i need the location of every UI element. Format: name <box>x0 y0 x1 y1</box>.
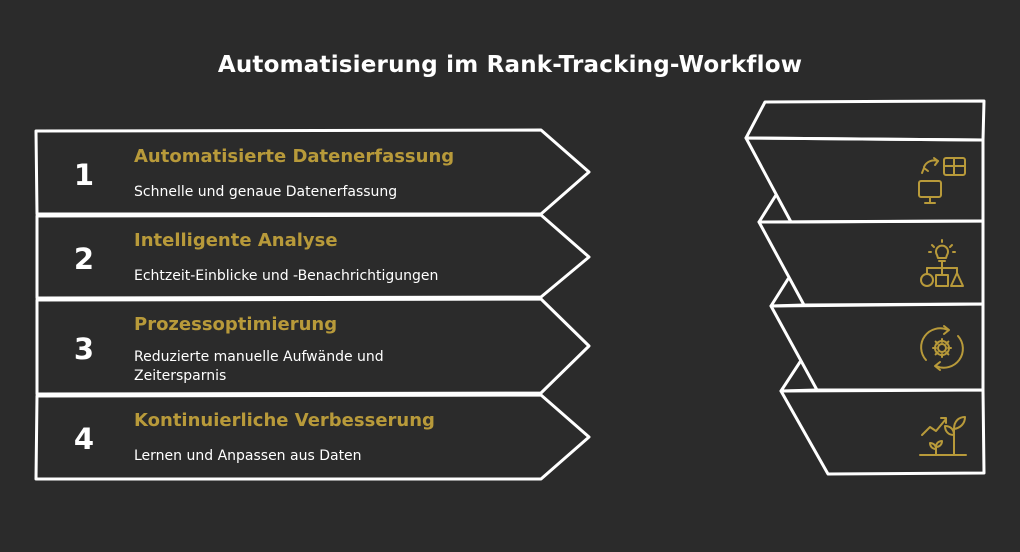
diagram-title: Automatisierung im Rank-Tracking-Workflo… <box>217 52 803 78</box>
step-2-title: Intelligente Analyse <box>134 230 338 251</box>
step-1-title: Automatisierte Datenerfassung <box>134 146 455 167</box>
step-4-description: Lernen und Anpassen aus Daten <box>134 448 362 464</box>
step-3-title: Prozessoptimierung <box>134 314 338 335</box>
growth-plant-icon <box>919 416 967 456</box>
stack-top-cap <box>744 99 986 142</box>
stack-connector-2 <box>769 277 806 308</box>
step-1-number: 1 <box>73 158 95 192</box>
step-2-arrow <box>35 213 591 300</box>
step-3-number: 3 <box>73 332 95 366</box>
step-1-description: Schnelle und genaue Datenerfassung <box>134 184 398 200</box>
stack-connector-1 <box>757 193 793 224</box>
data-sync-icon <box>918 157 966 204</box>
step-2-number: 2 <box>73 242 95 276</box>
stack-connector-3 <box>779 360 819 393</box>
step-3-description: Reduzierte manuelle Aufwände und Zeiters… <box>134 349 384 384</box>
step-4-number: 4 <box>73 422 95 456</box>
step-4-title: Kontinuierliche Verbesserung <box>134 410 435 431</box>
stack-block-4 <box>779 388 986 476</box>
step-4-arrow <box>34 393 591 481</box>
gear-cycle-icon <box>920 325 964 371</box>
step-2-description: Echtzeit-Einblicke und -Benachrichtigung… <box>134 268 439 284</box>
step-1-arrow <box>34 128 591 216</box>
step-3-arrow <box>35 297 591 396</box>
idea-structure-icon <box>920 239 964 287</box>
